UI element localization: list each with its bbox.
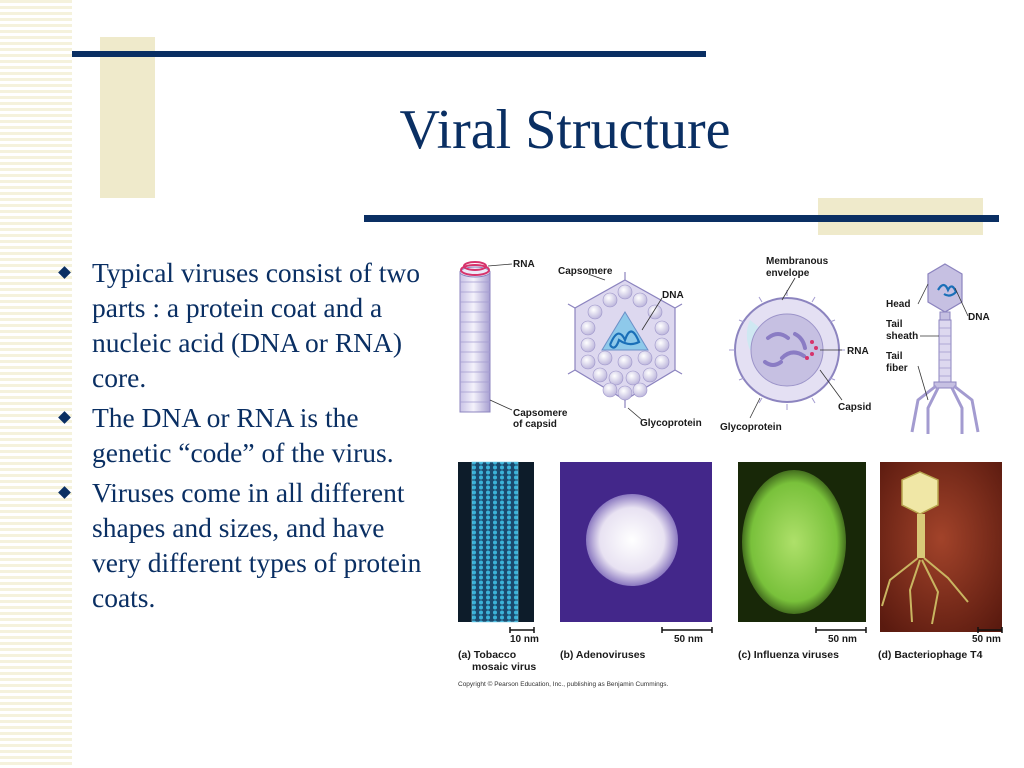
caption-tobacco: (a) Tobacco bbox=[458, 649, 516, 661]
label-fiber: fiber bbox=[886, 363, 908, 374]
bullet-item: Typical viruses consist of two parts : a… bbox=[56, 255, 426, 395]
influenza-diagram bbox=[729, 277, 845, 419]
bullet-list: Typical viruses consist of two parts : a… bbox=[56, 255, 426, 620]
bullet-text: Viruses come in all different shapes and… bbox=[92, 477, 422, 613]
label-membranous: Membranous bbox=[766, 256, 829, 267]
tan-accent-top bbox=[100, 37, 155, 198]
scale-label: 50 nm bbox=[674, 634, 703, 645]
label-capsomere-of-capsid: Capsomere bbox=[513, 408, 568, 419]
bottom-rule bbox=[364, 215, 999, 222]
adenovirus-diagram bbox=[567, 272, 683, 421]
label-envelope: envelope bbox=[766, 268, 810, 279]
label-tail-fiber: Tail bbox=[886, 351, 903, 362]
diamond-bullet-icon bbox=[58, 266, 71, 279]
label-rna-tmv: RNA bbox=[513, 259, 535, 270]
caption-influenza: (c) Influenza viruses bbox=[738, 649, 839, 661]
scale-label: 50 nm bbox=[972, 634, 1001, 645]
label-sheath: sheath bbox=[886, 331, 918, 342]
micrograph-influenza bbox=[738, 462, 866, 622]
micrograph-tmv bbox=[458, 461, 534, 623]
label-glycoprotein-flu: Glycoprotein bbox=[720, 422, 782, 433]
bullet-item: The DNA or RNA is the genetic “code” of … bbox=[56, 400, 426, 470]
caption-adenoviruses: (b) Adenoviruses bbox=[560, 649, 646, 661]
label-dna-phage: DNA bbox=[968, 312, 990, 323]
copyright-notice: Copyright © Pearson Education, Inc., pub… bbox=[458, 680, 669, 688]
bullet-item: Viruses come in all different shapes and… bbox=[56, 475, 426, 615]
label-dna-adeno: DNA bbox=[662, 290, 684, 301]
caption-mosaic-virus: mosaic virus bbox=[472, 661, 536, 673]
label-rna-flu: RNA bbox=[847, 346, 869, 357]
top-rule bbox=[72, 51, 706, 57]
label-tail-sheath: Tail bbox=[886, 319, 903, 330]
label-capsid: Capsid bbox=[838, 402, 871, 413]
label-glycoprotein-adeno: Glycoprotein bbox=[640, 418, 702, 429]
micrograph-adenovirus bbox=[560, 462, 712, 622]
bullet-text: Typical viruses consist of two parts : a… bbox=[92, 257, 421, 393]
label-capsomere: Capsomere bbox=[558, 266, 613, 277]
scale-label: 10 nm bbox=[510, 634, 539, 645]
scale-label: 50 nm bbox=[828, 634, 857, 645]
diamond-bullet-icon bbox=[58, 411, 71, 424]
slide-title: Viral Structure bbox=[399, 99, 731, 161]
micrograph-bacteriophage bbox=[880, 462, 1002, 632]
diamond-bullet-icon bbox=[58, 486, 71, 499]
tmv-diagram bbox=[459, 261, 513, 413]
scale-bars bbox=[509, 627, 1003, 633]
virus-structure-figure: RNA Capsomere of capsid Capsomere DNA Gl… bbox=[458, 256, 1003, 688]
label-capsomere-of-capsid-2: of capsid bbox=[513, 419, 557, 430]
bacteriophage-diagram bbox=[910, 263, 980, 434]
bullet-text: The DNA or RNA is the genetic “code” of … bbox=[92, 402, 394, 468]
label-head: Head bbox=[886, 299, 910, 310]
striped-sidebar bbox=[0, 0, 72, 768]
caption-bacteriophage: (d) Bacteriophage T4 bbox=[878, 649, 983, 661]
